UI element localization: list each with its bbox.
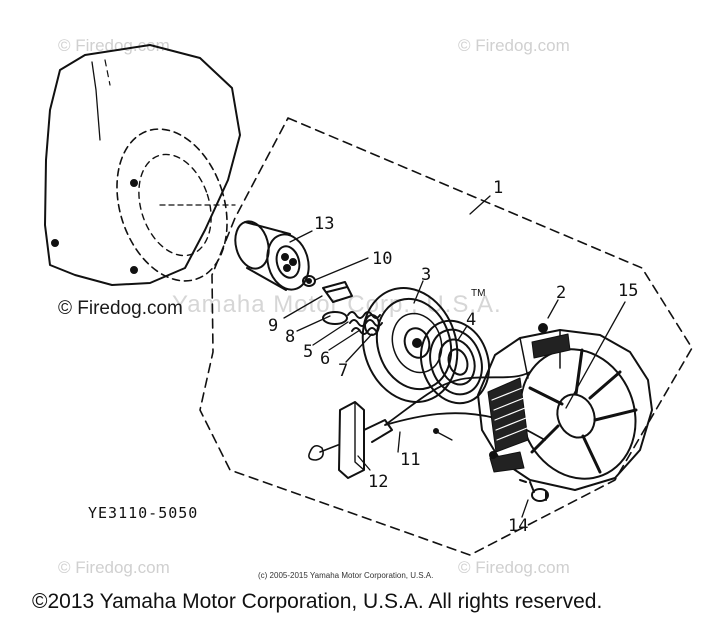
fan-shroud — [44, 44, 241, 286]
callout-12: 12 — [368, 472, 389, 492]
assembly-boundary — [199, 117, 693, 556]
callout-3: 3 — [421, 265, 432, 285]
part-11-starter-rope — [384, 371, 546, 441]
callout-2: 2 — [556, 283, 567, 303]
callout-15: 15 — [618, 281, 639, 301]
callout-14: 14 — [508, 516, 529, 536]
watermark-bottom-right: © Firedog.com — [458, 558, 570, 577]
part-4-recoil-spring — [420, 319, 490, 405]
part-12-handle — [308, 401, 393, 479]
copyright-notice: ©2013 Yamaha Motor Corporation, U.S.A. A… — [32, 590, 603, 613]
leader-lines — [283, 195, 626, 518]
callout-11: 11 — [400, 450, 421, 470]
callout-4: 4 — [466, 310, 477, 330]
callout-10: 10 — [372, 249, 393, 269]
callout-5: 5 — [303, 342, 314, 362]
part-10-washer — [302, 275, 316, 287]
trademark-mark: TM — [471, 288, 486, 299]
callout-6: 6 — [320, 349, 331, 369]
watermark-top-right: © Firedog.com — [458, 36, 570, 55]
part-13-drive-pulley — [234, 220, 310, 291]
part-9-ratchet — [322, 281, 353, 303]
part-8-friction-plate — [322, 311, 348, 325]
callout-13: 13 — [314, 214, 335, 234]
watermark-bottom-left: © Firedog.com — [58, 558, 170, 577]
part-2-starter-case — [433, 323, 653, 491]
part-3-reel — [361, 287, 459, 403]
callout-7: 7 — [338, 361, 349, 381]
watermark-top-left: © Firedog.com — [58, 36, 170, 55]
diagram-code: YE3110-5050 — [88, 504, 199, 522]
small-copyright: (c) 2005-2015 Yamaha Motor Corporation, … — [258, 571, 434, 580]
callout-9: 9 — [268, 316, 279, 336]
callout-1: 1 — [493, 178, 504, 198]
part-14-bolt — [519, 479, 549, 502]
callout-8: 8 — [285, 327, 296, 347]
watermark-main: © Firedog.com — [58, 298, 183, 319]
